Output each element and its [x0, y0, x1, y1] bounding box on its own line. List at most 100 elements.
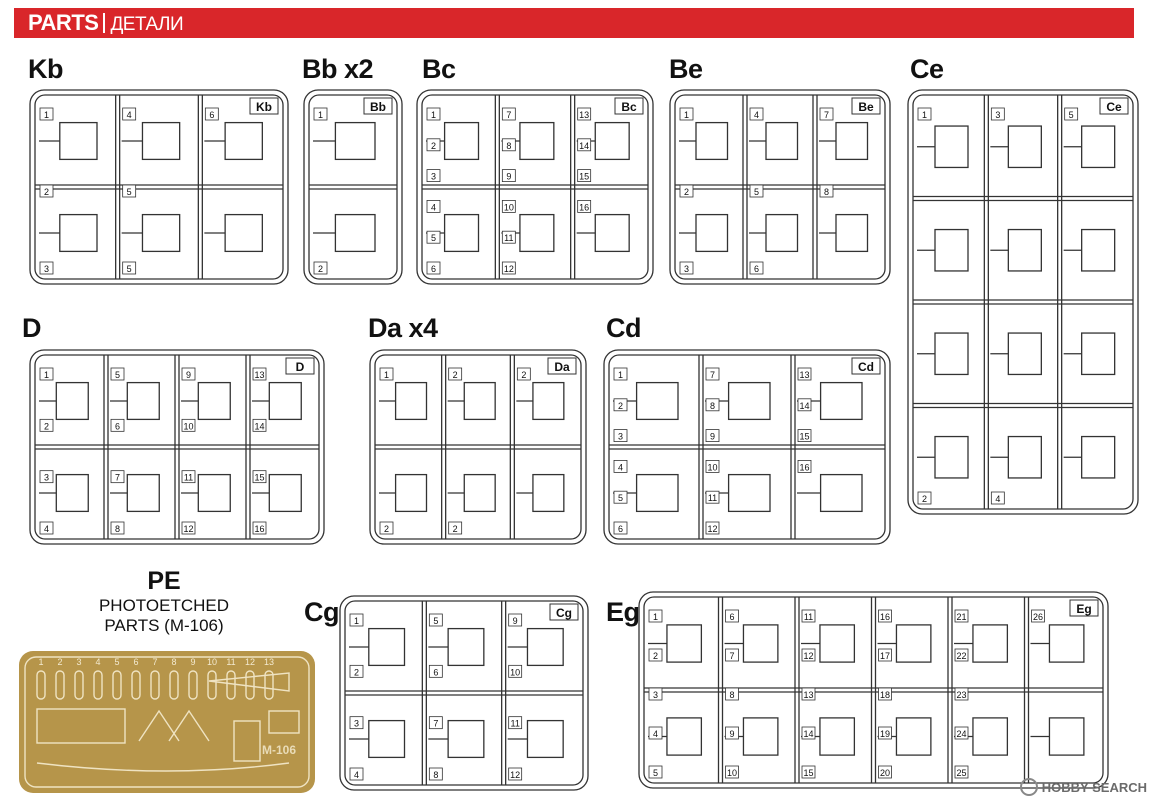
part-number: 8 — [824, 187, 829, 197]
part-number-box — [501, 261, 516, 275]
part-number: 5 — [754, 187, 759, 197]
part-number: 10 — [504, 202, 514, 212]
sprue-inner-runner — [308, 94, 398, 280]
sprue-part — [635, 381, 679, 421]
sprue-part — [141, 213, 181, 253]
part-number: 4 — [618, 462, 623, 472]
part-number: 5 — [115, 370, 120, 380]
part-number-box — [954, 648, 969, 662]
part-number: 2 — [318, 264, 323, 274]
part-number: 9 — [186, 370, 191, 380]
sprue-tag-box — [547, 357, 577, 375]
part-number-box — [39, 521, 54, 535]
sprue-label-d: D — [22, 313, 42, 343]
part-number-box — [917, 491, 932, 505]
part-number-box — [426, 107, 441, 121]
part-number-box — [613, 460, 628, 473]
part-number-box — [1064, 107, 1079, 121]
part-number: 24 — [956, 729, 966, 739]
pe-strip — [36, 762, 290, 772]
part-number: 10 — [727, 768, 737, 778]
part-number: 6 — [618, 524, 623, 534]
part-number: 14 — [254, 421, 264, 431]
part-number: 1 — [684, 110, 689, 120]
sprue-part — [1048, 624, 1085, 663]
pe-part-number: 10 — [207, 657, 217, 667]
part-number: 3 — [44, 264, 49, 274]
sprue-part — [1081, 125, 1116, 169]
watermark-text: HOBBY SEARCH — [1041, 780, 1147, 795]
part-number: 2 — [354, 667, 359, 677]
pe-part-number: 1 — [38, 657, 43, 667]
part-number-box — [426, 169, 441, 182]
part-number-box — [705, 367, 720, 381]
part-number: 21 — [956, 612, 966, 622]
part-number: 10 — [707, 462, 717, 472]
sprue-part — [59, 121, 98, 161]
part-number: 6 — [729, 612, 734, 622]
part-number-box — [39, 418, 54, 432]
part-number-box — [508, 716, 523, 730]
sprue-part — [835, 213, 869, 253]
part-number-box — [797, 429, 812, 442]
part-number: 7 — [710, 370, 715, 380]
part-number-box — [252, 521, 267, 535]
part-number: 11 — [804, 612, 813, 622]
part-number-box — [313, 261, 328, 275]
part-number: 2 — [618, 401, 623, 411]
part-number: 9 — [729, 729, 734, 739]
part-number-box — [349, 664, 364, 678]
part-number-box — [577, 169, 592, 182]
part-number: 7 — [506, 110, 511, 120]
part-number-box — [705, 460, 720, 473]
part-number: 8 — [710, 401, 715, 411]
sprue-svg: Eg12345678910111213141516171819202122232… — [638, 591, 1109, 789]
pe-part — [131, 670, 141, 700]
part-number-box — [181, 470, 196, 484]
part-number: 6 — [209, 110, 214, 120]
part-number-box — [349, 767, 364, 781]
part-number: 17 — [880, 651, 890, 661]
watermark: HOBBY SEARCH — [1019, 778, 1147, 796]
sprue-part — [742, 717, 779, 756]
sprue-outer-runner — [669, 89, 891, 285]
pe-part — [74, 670, 84, 700]
part-number-box — [379, 367, 394, 381]
part-number: 2 — [384, 524, 389, 534]
part-number-box — [648, 687, 663, 701]
sprue-part — [835, 121, 869, 161]
part-number: 1 — [318, 110, 323, 120]
part-number: 3 — [653, 690, 658, 700]
part-number-box — [501, 138, 516, 152]
header-subtitle: ДЕТАЛИ — [110, 14, 184, 35]
part-number: 3 — [354, 719, 359, 729]
sprue-part — [519, 121, 555, 161]
sprue-part — [447, 627, 485, 667]
sprue-inner-runner — [674, 94, 886, 280]
part-number-box — [725, 726, 739, 740]
sprue-label-be: Be — [669, 54, 703, 84]
part-number-box — [516, 367, 531, 381]
sprue-tag-box — [614, 97, 644, 115]
part-number: 13 — [254, 370, 264, 380]
part-number-box — [819, 184, 834, 198]
sprue-part — [334, 213, 376, 253]
pe-part-number: 12 — [245, 657, 255, 667]
pe-subtitle: PHOTOETCHED PARTS (M-106) — [82, 596, 246, 636]
part-number: 2 — [44, 421, 49, 431]
part-number-box — [252, 470, 267, 484]
sprue-part — [934, 125, 969, 169]
pe-part-number: 3 — [76, 657, 81, 667]
part-number: 9 — [710, 432, 715, 442]
part-number: 13 — [803, 690, 813, 700]
part-number: 4 — [44, 524, 49, 534]
part-number: 1 — [44, 370, 49, 380]
